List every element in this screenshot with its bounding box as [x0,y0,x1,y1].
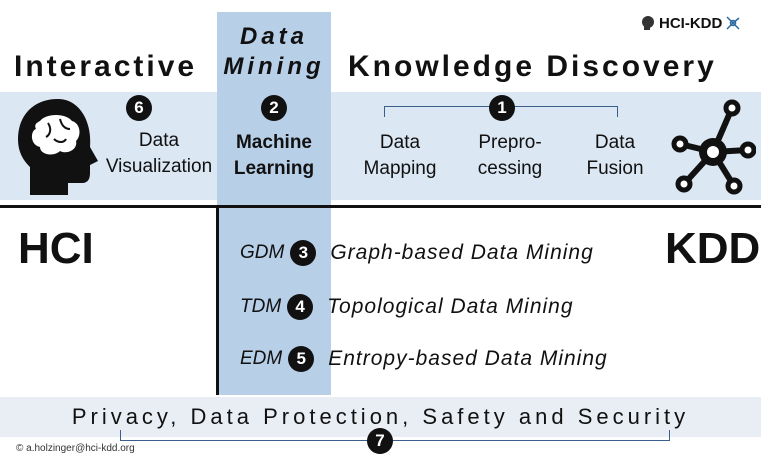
gdm-abbr: GDM [240,242,285,263]
data-mining-title: Data Mining [223,23,325,80]
step-2-badge: 2 [261,95,287,121]
network-hub-icon [671,99,756,195]
edm-label: Entropy-based Data Mining [328,347,608,370]
privacy-label: Privacy, Data Protection, Safety and Sec… [71,404,690,429]
privacy-bracket [120,430,670,441]
kdd-label: KDD [665,224,761,273]
vertical-divider [216,205,219,395]
knowledge-discovery-title: Knowledge Discovery [348,50,717,83]
brain-head-icon [18,99,98,195]
tdm-abbr: TDM [240,296,282,317]
horizontal-divider [0,205,761,208]
tdm-label: Topological Data Mining [327,295,574,318]
data-mining-column [217,12,331,395]
edm-abbr: EDM [240,348,283,369]
step-6-badge: 6 [126,95,152,121]
logo-text: HCI-KDD [659,14,723,32]
hci-label: HCI [18,224,94,273]
step-1-badge: 1 [489,95,515,121]
interactive-title: Interactive [14,50,198,83]
mining-row-tdm: TDM 4 Topological Data Mining [240,294,574,320]
step-3-badge: 3 [290,240,317,266]
preprocessing-label: Prepro-cessing [477,132,543,179]
mining-row-gdm: GDM 3 Graph-based Data Mining [240,240,594,266]
hci-kdd-logo: HCI-KDD [640,14,742,32]
logo-head-icon [642,16,654,30]
mining-row-edm: EDM 5 Entropy-based Data Mining [240,346,608,372]
step-7-badge: 7 [367,428,393,454]
gdm-label: Graph-based Data Mining [330,241,594,264]
step-5-badge: 5 [288,346,315,372]
logo-network-icon [726,16,740,30]
step-4-badge: 4 [287,294,314,320]
credit-text: © a.holzinger@hci-kdd.org [16,443,135,454]
